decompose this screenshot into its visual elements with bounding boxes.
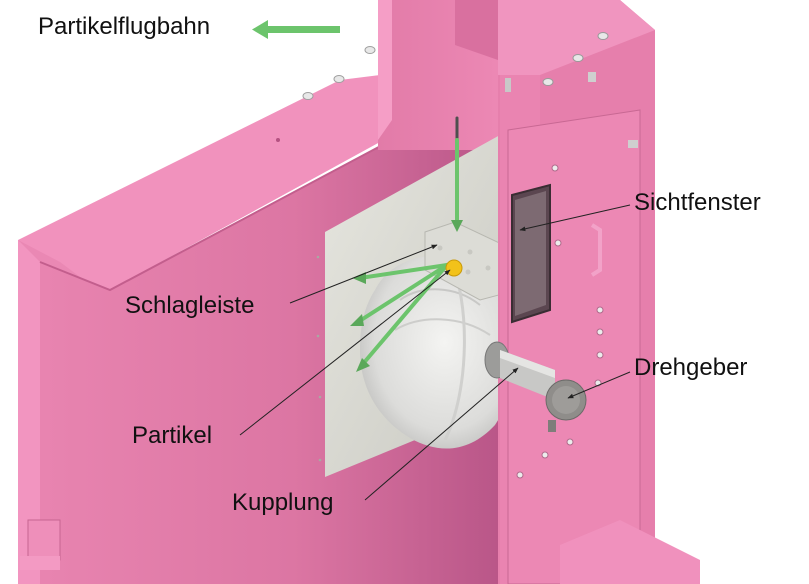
leader-lines xyxy=(239,204,631,501)
green-left-arrow-icon xyxy=(252,20,340,39)
label-sichtfenster: Sichtfenster xyxy=(634,189,761,216)
side-column xyxy=(498,0,700,584)
legend-label: Partikelflugbahn xyxy=(38,13,211,40)
label-partikel: Partikel xyxy=(132,422,213,449)
label-drehgeber: Drehgeber xyxy=(634,354,748,381)
label-kupplung: Kupplung xyxy=(232,489,334,516)
particle-trajectory-arrows xyxy=(356,116,459,367)
drive-shaft xyxy=(484,341,587,432)
rotor xyxy=(360,255,514,449)
particle-dot xyxy=(445,259,463,277)
label-schlagleiste: Schlagleiste xyxy=(125,292,255,319)
feed-chimney xyxy=(378,0,498,150)
